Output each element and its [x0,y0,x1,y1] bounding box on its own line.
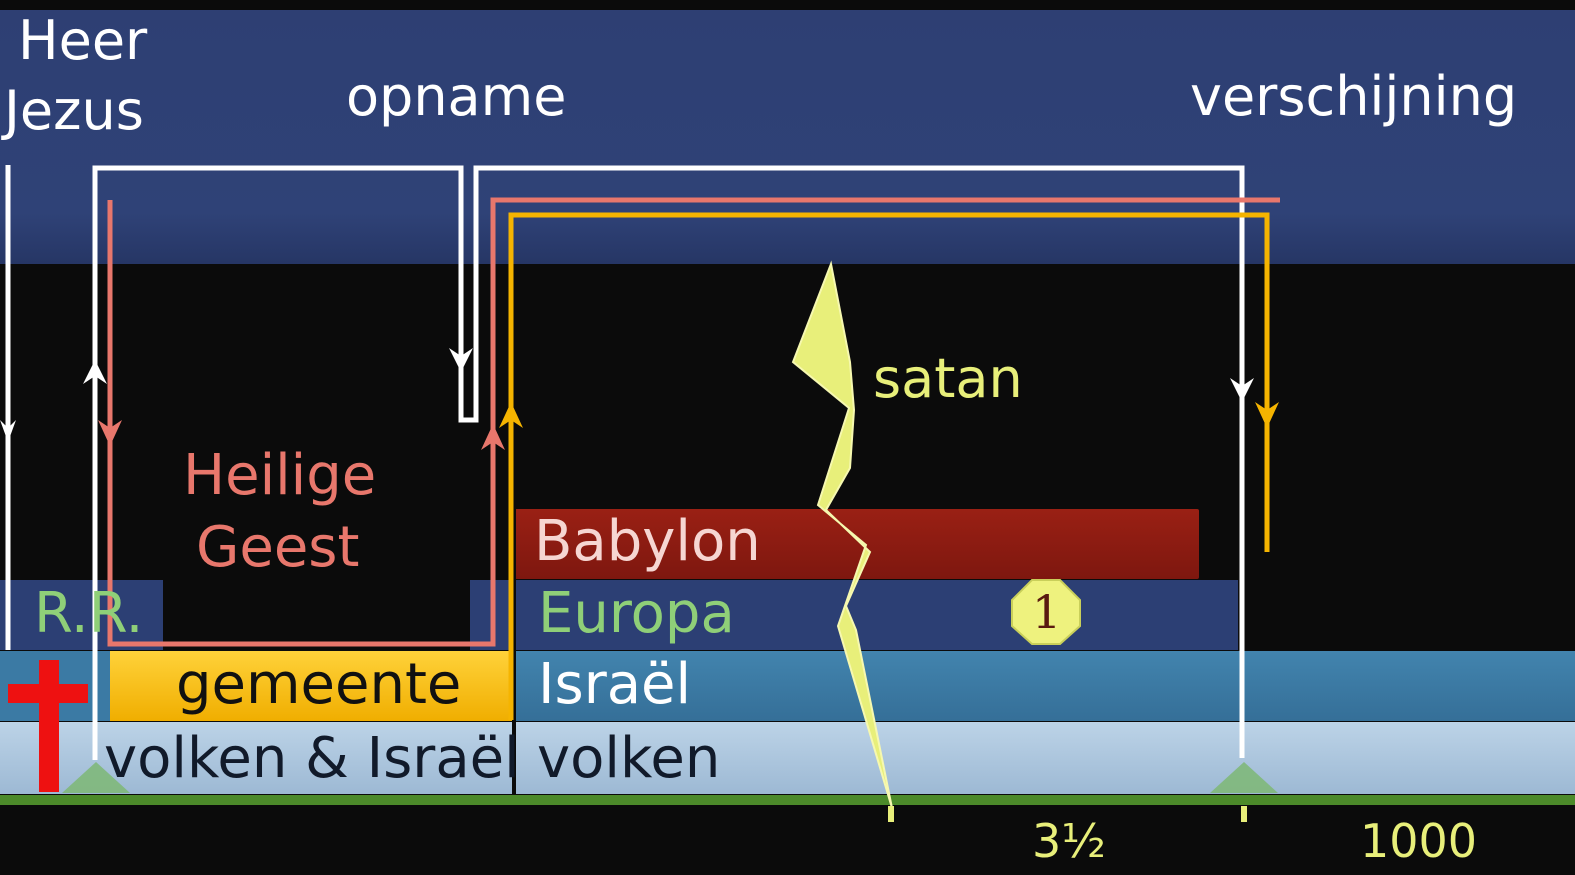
heaven-band [0,10,1575,264]
white-arrowheads [0,348,1254,442]
babylon-label: Babylon [534,509,761,574]
arrow-down-icon [449,348,473,372]
arrow-down-icon [1255,402,1279,428]
arrow-up-icon [499,402,523,428]
geest-label: Geest [196,515,360,580]
volken-band [0,722,1575,794]
arrow-down-icon [98,420,122,446]
rr-label: R.R. [34,581,144,646]
gemeente-band [110,651,512,721]
white-connector-lines [5,165,1245,760]
gemeente-label: gemeente [176,652,462,717]
arrow-up-icon [83,360,107,384]
rr-band [0,580,163,650]
lightning-icon [791,260,893,809]
jezus-label: Jezus [4,79,144,142]
satan-label: satan [873,347,1023,410]
tick-label-1000: 1000 [1360,814,1478,868]
heer-label: Heer [18,9,148,72]
israel-label: Israël [538,652,692,717]
cross-icon [8,660,88,792]
gold-arrowheads [499,402,1279,428]
opname-label: opname [346,65,567,128]
gold-path [508,212,1270,720]
holy-spirit-path [107,197,1280,647]
europa-badge-octagon [1011,579,1081,645]
verschijning-label: verschijning [1190,65,1518,128]
ground-line [0,795,1575,805]
volken-label: volken [537,726,721,791]
arrow-down-icon [0,420,16,442]
israel-band [513,651,1575,721]
europa-badge-number: 1 [1032,585,1062,639]
arrow-up-icon [481,424,505,450]
period-divider [512,509,516,795]
arrow-down-icon [1230,378,1254,402]
tick-label-3-5: 3½ [1032,814,1106,868]
salmon-arrowheads [98,420,505,450]
triangle-marker-icon [1210,762,1278,793]
tick-mark [1241,806,1247,822]
babylon-band [513,509,1199,579]
triangle-marker-icon [62,762,130,793]
tick-mark [888,806,894,822]
heilige-label: Heilige [183,443,377,508]
europa-label: Europa [538,581,735,646]
opname-left-path [92,165,1245,760]
volken-israel-label: volken & Israël [104,726,520,791]
